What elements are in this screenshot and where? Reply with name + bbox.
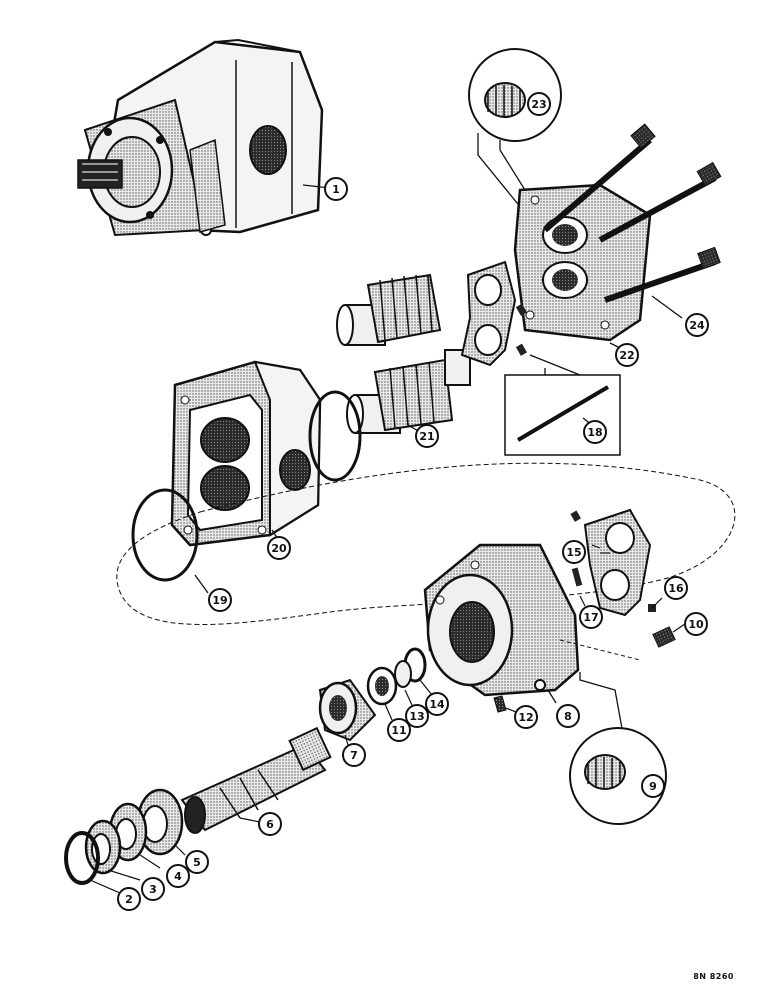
callout-circle [166,864,190,888]
callout-21: 21 [415,424,439,448]
callout-label: 22 [619,349,634,362]
reference-code: 8N 8260 [693,972,734,981]
callout-1: 1 [324,177,348,201]
rear-bushings [460,260,527,367]
callout-label: 20 [271,542,287,555]
callout-10: 10 [684,612,708,636]
callout-19: 19 [208,588,232,612]
callout-20: 20 [267,536,291,560]
callout-label: 1 [332,183,340,196]
callout-circle [415,424,439,448]
callout-label: 3 [149,883,157,896]
callout-label: 15 [566,546,581,559]
callout-label: 12 [518,711,533,724]
callout-circle [425,692,449,716]
callout-circle [324,177,348,201]
callout-circle [208,588,232,612]
callout-13: 13 [405,704,429,728]
callout-circle [514,705,538,729]
callout-label: 6 [266,818,274,831]
drive-gear [336,273,442,346]
callout-circle [685,313,709,337]
callout-label: 19 [212,594,227,607]
callout-label: 7 [350,749,358,762]
callout-12: 12 [514,705,538,729]
callout-label: 18 [587,426,602,439]
seal-ring-13 [394,660,412,688]
callout-circle [615,343,639,367]
callout-circle [579,605,603,629]
callout-22: 22 [615,343,639,367]
callout-18: 18 [583,420,607,444]
callout-15: 15 [562,540,586,564]
rear-cover [513,183,652,342]
callout-label: 4 [174,870,182,883]
callout-circle [117,887,141,911]
front-cover [423,543,580,697]
callout-11: 11 [387,718,411,742]
callout-circle [387,718,411,742]
plug [652,626,676,648]
washer-3 [84,819,122,875]
callout-circle [527,92,551,116]
callout-circle [641,774,665,798]
callout-7: 7 [342,743,366,767]
callout-circle [562,540,586,564]
callout-label: 17 [583,611,598,624]
drive-shaft [180,726,332,834]
callout-label: 14 [429,698,445,711]
callout-circle [141,877,165,901]
callout-23: 23 [527,92,551,116]
callout-label: 24 [689,319,705,332]
callout-circle [185,850,209,874]
callout-14: 14 [425,692,449,716]
callout-6: 6 [258,812,282,836]
callout-circle [556,704,580,728]
callout-2: 2 [117,887,141,911]
cap-screws [543,123,722,303]
callout-5: 5 [185,850,209,874]
driven-gear [346,349,471,434]
callout-circle [684,612,708,636]
callout-circle [583,420,607,444]
callout-label: 11 [391,724,406,737]
pump-body [170,360,322,547]
snap-ring-2 [64,831,100,885]
callout-label: 13 [409,710,424,723]
callout-label: 2 [125,893,133,906]
callout-circle [664,576,688,600]
callout-label: 23 [531,98,546,111]
callout-9: 9 [641,774,665,798]
callout-circle [258,812,282,836]
callout-16: 16 [664,576,688,600]
callout-3: 3 [141,877,165,901]
callout-label: 8 [564,710,572,723]
callout-label: 9 [649,780,657,793]
callout-circle [342,743,366,767]
callout-label: 21 [419,430,434,443]
callout-circle [405,704,429,728]
grouping-outline [116,462,736,625]
callout-label: 16 [668,582,684,595]
callout-4: 4 [166,864,190,888]
callout-label: 5 [193,856,201,869]
o-ring-front [131,488,199,582]
o-ring-rear [308,390,362,482]
callout-17: 17 [579,605,603,629]
callout-24: 24 [685,313,709,337]
bearing-cup [318,678,377,742]
front-bushings [570,508,656,617]
grease-fitting [493,695,507,713]
callout-label: 10 [688,618,704,631]
callout-8: 8 [556,704,580,728]
callout-circle [267,536,291,560]
pump-assembly [77,38,324,237]
